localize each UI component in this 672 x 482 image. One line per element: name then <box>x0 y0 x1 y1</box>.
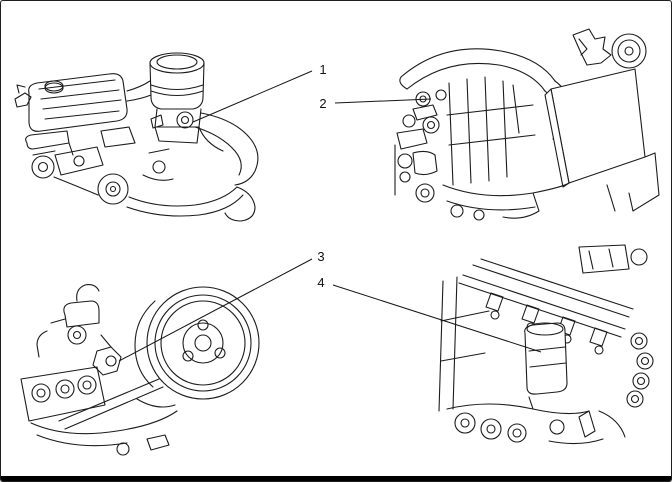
lower-domes-and-cover <box>446 396 626 445</box>
left-fittings <box>394 89 447 203</box>
canister <box>524 322 568 395</box>
engine-illustration-top-left <box>14 52 259 222</box>
throttle-body <box>150 108 202 144</box>
callout-4-label: 4 <box>317 275 325 290</box>
intake-duct <box>149 52 205 110</box>
page-bottom-edge <box>1 476 671 481</box>
engine-illustration-bottom-right <box>438 244 654 445</box>
engine-illustration-top-right <box>394 28 660 221</box>
upper-bracket <box>572 28 612 66</box>
left-engine-edge <box>438 276 490 412</box>
drive-belt <box>58 378 164 430</box>
oil-pan-and-lower-parts <box>442 152 660 221</box>
front-bracket <box>14 84 32 108</box>
idler-pulley <box>611 33 647 69</box>
valve-cover <box>28 73 152 132</box>
mounting-panel <box>544 68 646 188</box>
right-ports <box>626 332 654 408</box>
block-bosses <box>20 366 106 422</box>
accessory-drive-parts <box>25 126 174 205</box>
callout-3-label: 3 <box>317 249 325 264</box>
lower-block-curves <box>30 398 178 456</box>
crankshaft-pulley <box>134 286 260 400</box>
engine-block-ribs <box>446 76 536 186</box>
water-pump-and-pipe <box>36 284 100 358</box>
engine-illustration-bottom-left <box>20 284 260 456</box>
callout-1-label: 1 <box>319 62 327 77</box>
intake-runner-hoses <box>126 112 259 222</box>
upper-bracket <box>578 244 648 274</box>
callout-2-label: 2 <box>319 96 327 111</box>
